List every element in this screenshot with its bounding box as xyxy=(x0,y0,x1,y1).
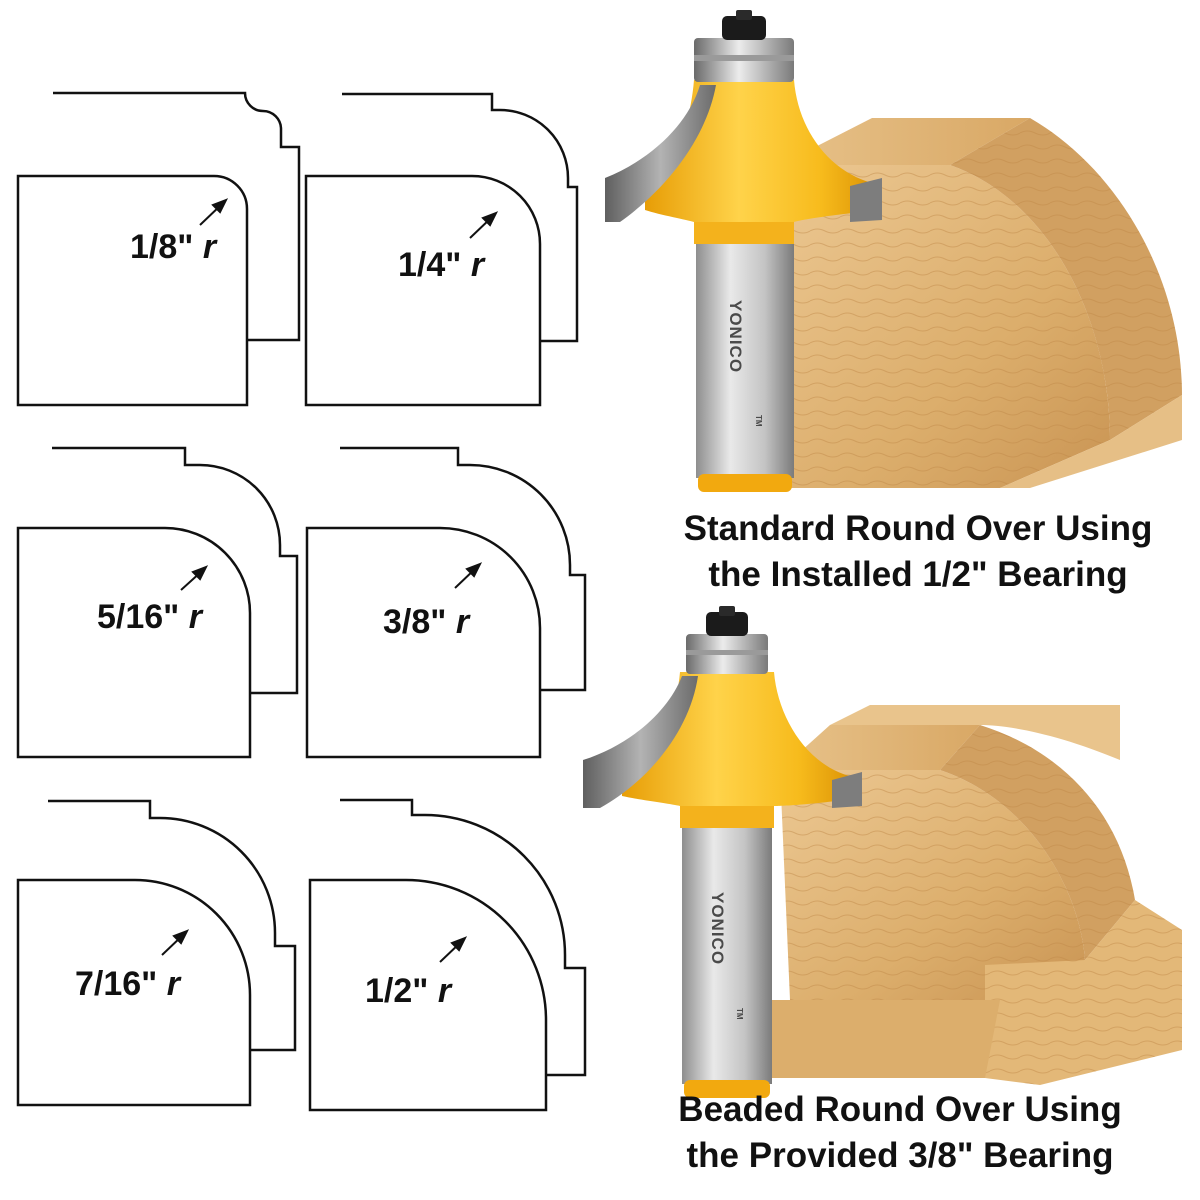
brand-logo: YONICO xyxy=(726,300,745,373)
wood-block-beaded xyxy=(760,705,1182,1085)
profile-label-2: 1/4" r xyxy=(398,246,486,284)
profile-diagram-1-2 xyxy=(308,798,587,1112)
wood-block-standard xyxy=(780,118,1182,488)
profile-diagram-7-16 xyxy=(16,799,297,1107)
brand-logo: YONICO xyxy=(708,892,727,965)
arrow-icon xyxy=(454,562,483,589)
svg-text:TM: TM xyxy=(754,415,763,427)
arrow-icon xyxy=(199,198,229,226)
arrow-icon xyxy=(180,565,209,591)
arrow-icon xyxy=(469,211,499,239)
caption-beaded: Beaded Round Over Using the Provided 3/8… xyxy=(590,1087,1200,1179)
svg-text:TM: TM xyxy=(735,1008,744,1020)
caption-standard: Standard Round Over Using the Installed … xyxy=(608,506,1200,598)
profile-label-4: 3/8" r xyxy=(383,603,471,641)
profile-label-5: 7/16" r xyxy=(75,965,182,1003)
profile-diagram-5-16 xyxy=(16,446,299,759)
profile-label-6: 1/2" r xyxy=(365,972,453,1010)
caption-standard-line2: the Installed 1/2" Bearing xyxy=(708,555,1128,594)
arrow-icon xyxy=(161,929,190,956)
profile-diagram-1-8 xyxy=(16,91,301,407)
caption-beaded-line1: Beaded Round Over Using xyxy=(678,1090,1122,1129)
arrow-icon xyxy=(439,936,468,963)
profile-diagram-1-4 xyxy=(304,92,579,407)
router-bit-standard: YONICO TM xyxy=(605,10,882,492)
profile-label-1: 1/8" r xyxy=(130,228,218,266)
radius-arrows xyxy=(161,198,499,963)
caption-standard-line1: Standard Round Over Using xyxy=(683,509,1153,548)
caption-beaded-line2: the Provided 3/8" Bearing xyxy=(686,1136,1114,1175)
profile-label-3: 5/16" r xyxy=(97,598,204,636)
profile-diagram-3-8 xyxy=(305,446,587,759)
router-bit-beaded: YONICO TM xyxy=(583,606,862,1098)
